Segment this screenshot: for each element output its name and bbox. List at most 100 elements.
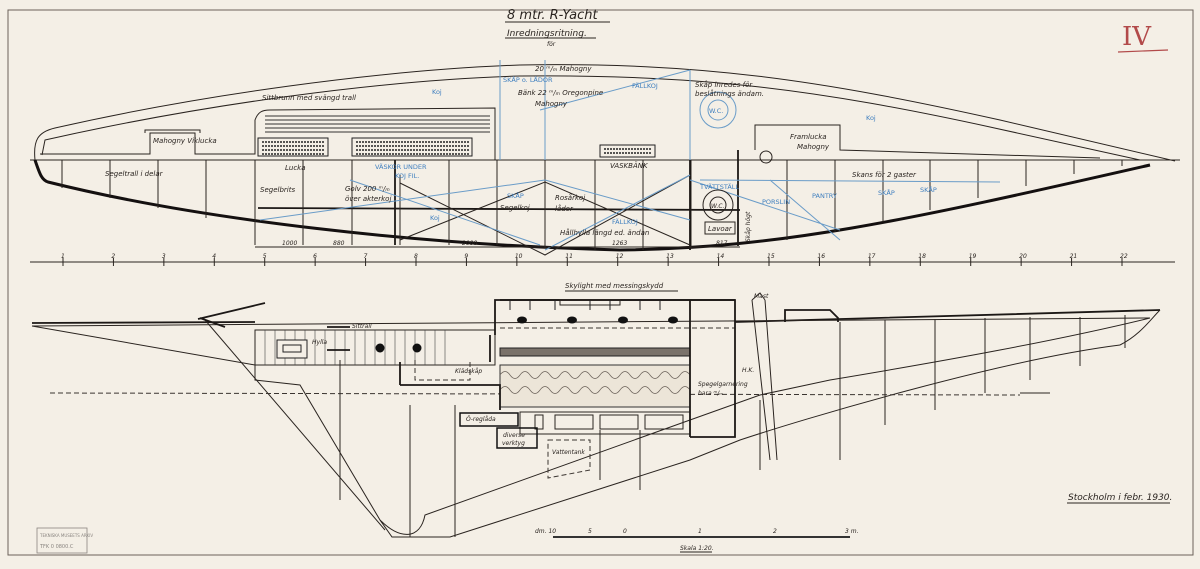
sheet-number: IV — [1122, 22, 1152, 52]
label-oeglada: Ö-reglåda — [466, 416, 496, 423]
label-mahogny-20: 20 ᵐ/ₘ Mahogny — [535, 65, 592, 73]
profile-view: Skylight med messingskydd Sittrall Hylla… — [31, 282, 1161, 538]
title-block: 8 mtr. R-Yacht Inredningsritning. för IV — [505, 8, 1169, 53]
archive-stamp: TEKNISKA MUSEETS ARKIV TFK 0 0800.C — [36, 527, 93, 554]
label-framlucka: Framlucka — [790, 133, 827, 141]
station-label: 20 — [1019, 253, 1027, 260]
dim-880: 880 — [333, 240, 345, 247]
dim-817: 817 — [716, 240, 728, 247]
label-segeltrall: Segeltrall i delar — [105, 170, 164, 178]
label-pantry: PANTRY — [812, 192, 837, 200]
station-label: 2 — [111, 253, 115, 260]
label-sittbrunn: Sittbrunn med svängd trall — [262, 94, 356, 102]
label-fallkoj-low: FÄLLKOJ — [612, 217, 638, 226]
label-skap-1: SKÅP — [878, 188, 895, 197]
label-framlucka-mahogny: Mahogny — [797, 143, 830, 151]
station-label: 21 — [1070, 253, 1078, 260]
label-skap-2: SKÅP — [920, 185, 937, 194]
station-label: 13 — [666, 253, 674, 260]
label-vaskor-2: KOJ FIL. — [395, 172, 419, 180]
label-bank: Bänk 22 ᵐ/ₘ Oregonpine — [518, 89, 603, 97]
station-label: 14 — [717, 253, 725, 260]
label-koj-blue: Koj — [430, 214, 440, 222]
label-rosarkoj: Rosårkoj — [555, 193, 585, 202]
label-skap-inredes: Skåp inredes för — [695, 80, 753, 89]
plan-dimensions: 1000 880 2000 1263 817 — [255, 240, 740, 248]
label-diverse-2: verktyg — [502, 440, 525, 447]
label-hylla: Hylla — [312, 339, 327, 346]
station-label: 18 — [918, 253, 926, 260]
label-spegel-2: bara ᵐ/ₘ — [698, 390, 723, 397]
station-label: 15 — [767, 253, 775, 260]
scale-tick-label: 3 m. — [845, 528, 859, 535]
label-vikluckа: Mahogny Vikluckа — [153, 137, 217, 145]
main-cabin-section — [399, 299, 839, 479]
label-koj-left: Koj — [432, 88, 442, 96]
label-mast: Mast — [754, 293, 769, 300]
label-mahogny-mid: Mahogny — [535, 100, 568, 108]
label-skap-inredes-2: beslåtnings ändam. — [695, 89, 764, 98]
sheet-border — [7, 9, 1194, 556]
drawing-subtitle: Inredningsritning. — [507, 29, 587, 39]
plan-view: 20 ᵐ/ₘ Mahogny SKÅP o. LÅDOR Bänk 22 ᵐ/ₘ… — [30, 60, 1180, 266]
station-label: 3 — [162, 253, 166, 260]
station-label: 12 — [616, 253, 624, 260]
drawing-title: 8 mtr. R-Yacht — [507, 8, 598, 23]
label-hk: H.K. — [742, 367, 754, 374]
station-label: 6 — [313, 253, 317, 260]
cockpit-grating — [257, 115, 656, 158]
scale-tick-label: 1 — [698, 528, 702, 535]
stamp-line-1: TEKNISKA MUSEETS ARKIV — [39, 533, 93, 538]
label-skylight: Skylight med messingskydd — [565, 282, 664, 290]
label-segelbrits: Segelbrits — [260, 186, 295, 194]
scale-bar: dm. 10 5 0 1 2 3 m. Skala 1:20. — [535, 528, 859, 553]
drawing-for: för — [547, 41, 556, 48]
station-label: 9 — [464, 253, 468, 260]
dim-1263: 1263 — [612, 240, 627, 247]
station-label: 10 — [515, 253, 523, 260]
station-label: 5 — [263, 253, 267, 260]
label-golv-2: över akterkoj — [345, 195, 391, 203]
label-lavoar: Lavoar — [708, 225, 733, 233]
label-segelkoj: Segelkoj — [500, 204, 530, 212]
profile-labels: Skylight med messingskydd Sittrall Hylla… — [312, 282, 769, 456]
place-date-signature: Stockholm i febr. 1930. — [1068, 493, 1172, 503]
station-label: 1 — [61, 253, 65, 260]
dim-2000: 2000 — [462, 240, 477, 247]
label-hallhylla: Hållhylla längd ed. ändan — [560, 228, 649, 237]
label-tvattstall: TVÄTTSTÄLL — [699, 182, 739, 191]
station-label: 4 — [212, 253, 216, 260]
dim-1000: 1000 — [282, 240, 297, 247]
label-sittrall: Sittrall — [352, 323, 372, 330]
station-label: 7 — [364, 253, 368, 260]
scale-tick-label: 2 — [773, 528, 777, 535]
scale-tick-label: 0 — [623, 528, 627, 535]
label-skap-segelkoj: SKÅP — [507, 191, 524, 200]
label-porslin: PORSLIN — [762, 198, 790, 206]
label-vattentank: Vattentank — [552, 449, 585, 456]
label-spegelgarnering: Spegelgarnering — [698, 381, 748, 388]
stamp-line-2: TFK 0 0800.C — [39, 544, 74, 550]
label-fallkoj-top: FÄLLKOJ — [632, 81, 658, 90]
label-skap-lador: SKÅP o. LÅDOR — [503, 75, 553, 84]
label-diverse: diverse — [503, 432, 525, 439]
label-rosarkoj-2: lådor — [555, 204, 574, 213]
label-wc-low: W.C. — [711, 203, 725, 210]
label-skap-hogt: Skåp högt — [745, 211, 752, 242]
label-kladskap: Klädskåp — [455, 368, 482, 375]
label-vaskbank: VASKBÄNK — [610, 161, 649, 170]
label-vaskor: VÄSKOR UNDER — [375, 162, 427, 171]
plan-labels: 20 ᵐ/ₘ Mahogny SKÅP o. LÅDOR Bänk 22 ᵐ/ₘ… — [105, 65, 937, 242]
station-label: 11 — [565, 253, 573, 260]
station-label: 22 — [1120, 253, 1128, 260]
station-label: 8 — [414, 253, 418, 260]
scale-label: Skala 1:20. — [680, 545, 714, 552]
station-label: 16 — [817, 253, 825, 260]
label-skans: Skans för 2 gaster — [852, 171, 917, 179]
label-wc-top: W.C. — [709, 107, 723, 115]
label-lucka: Lucka — [285, 164, 306, 172]
label-koj-right: Koj — [866, 114, 876, 122]
scale-tick-label: dm. 10 — [535, 528, 556, 535]
